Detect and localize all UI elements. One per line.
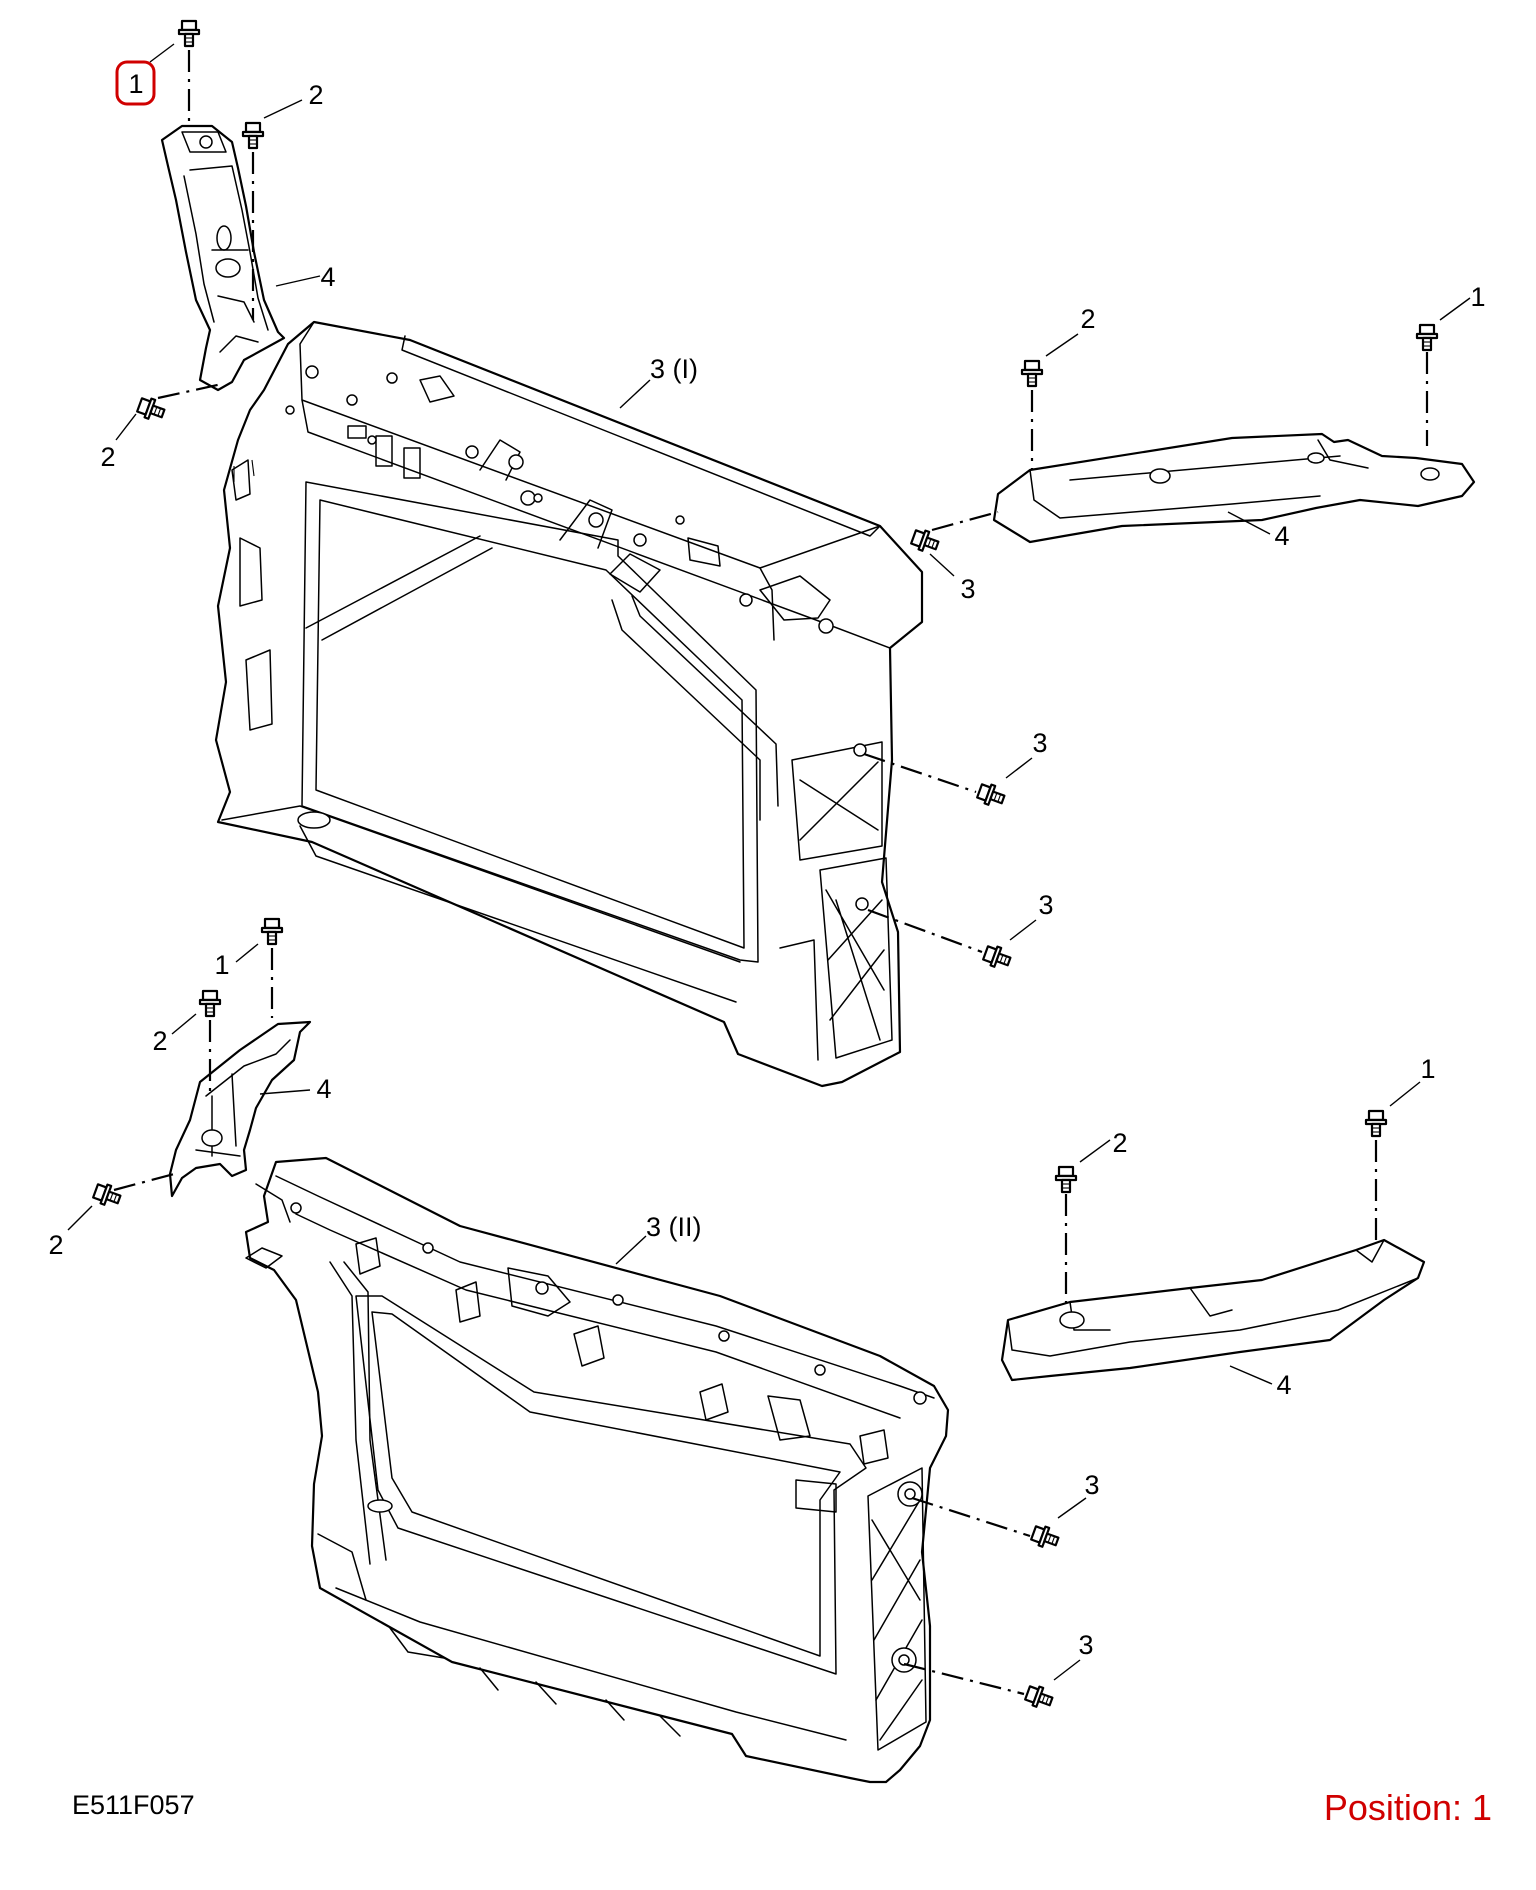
lower-radiator-support-carrier — [244, 1156, 950, 1784]
callout-2[interactable]: 2 — [308, 80, 323, 110]
bolt-2-upper-left-top — [241, 121, 265, 150]
drawing-code: E511F057 — [72, 1790, 195, 1820]
callout-1[interactable]: 1 — [1420, 1054, 1435, 1084]
bolt-3-upper-carrier-bottom — [981, 942, 1014, 972]
callout-1[interactable]: 1 — [1470, 282, 1485, 312]
position-indicator: Position: 1 — [1324, 1787, 1492, 1828]
callout-1-highlighted[interactable]: 1 — [128, 69, 143, 99]
bolt-1-lower-left — [260, 917, 284, 946]
callout-2[interactable]: 2 — [1080, 304, 1095, 334]
lower-assembly: 1 2 4 2 1 2 4 3 3 3 (II) — [48, 917, 1436, 1784]
callout-4[interactable]: 4 — [1274, 521, 1289, 551]
callout-2[interactable]: 2 — [100, 442, 115, 472]
bolt-2-lower-left-side — [91, 1180, 124, 1210]
upper-radiator-support-carrier — [214, 320, 924, 1088]
callout-4[interactable]: 4 — [316, 1074, 331, 1104]
upper-right-bracket — [992, 432, 1476, 544]
callout-3[interactable]: 3 — [960, 574, 975, 604]
callout-3[interactable]: 3 — [1084, 1470, 1099, 1500]
bolt-1-upper-right — [1415, 323, 1439, 352]
bolt-3-lower-carrier-top — [1029, 1522, 1062, 1552]
bolt-3-upper-carrier-top — [975, 780, 1008, 810]
bolt-1-lower-right — [1364, 1109, 1388, 1138]
bolt-2-upper-right — [1020, 359, 1044, 388]
lower-right-bracket — [1000, 1238, 1426, 1382]
bolt-3-upper-right-bracket — [909, 526, 942, 556]
lower-left-bracket — [168, 1020, 312, 1198]
bolt-2-upper-left-side — [135, 394, 168, 424]
highlight-callout-1 — [115, 60, 156, 106]
upper-left-bracket — [160, 124, 286, 392]
callout-1[interactable]: 1 — [214, 950, 229, 980]
callout-3[interactable]: 3 — [1038, 890, 1053, 920]
bolt-2-lower-left-top — [198, 989, 222, 1018]
lower-centerlines — [113, 948, 1378, 1696]
callout-2[interactable]: 2 — [152, 1026, 167, 1056]
callout-2[interactable]: 2 — [48, 1230, 63, 1260]
upper-assembly: 1 2 4 2 2 1 3 4 3 3 3 (I) — [100, 19, 1486, 1088]
bolt-2-lower-right — [1054, 1165, 1078, 1194]
upper-centerlines — [157, 50, 1429, 954]
lower-leaders — [67, 943, 1421, 1681]
callout-4[interactable]: 4 — [320, 262, 335, 292]
callout-carrier-lower[interactable]: 3 (II) — [646, 1212, 702, 1242]
callout-4[interactable]: 4 — [1276, 1370, 1291, 1400]
callout-3[interactable]: 3 — [1032, 728, 1047, 758]
bolt-1-upper-left — [177, 19, 201, 48]
callout-3[interactable]: 3 — [1078, 1630, 1093, 1660]
callout-carrier-upper[interactable]: 3 (I) — [650, 354, 698, 384]
bolt-3-lower-carrier-bottom — [1023, 1682, 1056, 1712]
callout-2[interactable]: 2 — [1112, 1128, 1127, 1158]
upper-leaders — [115, 43, 1471, 941]
